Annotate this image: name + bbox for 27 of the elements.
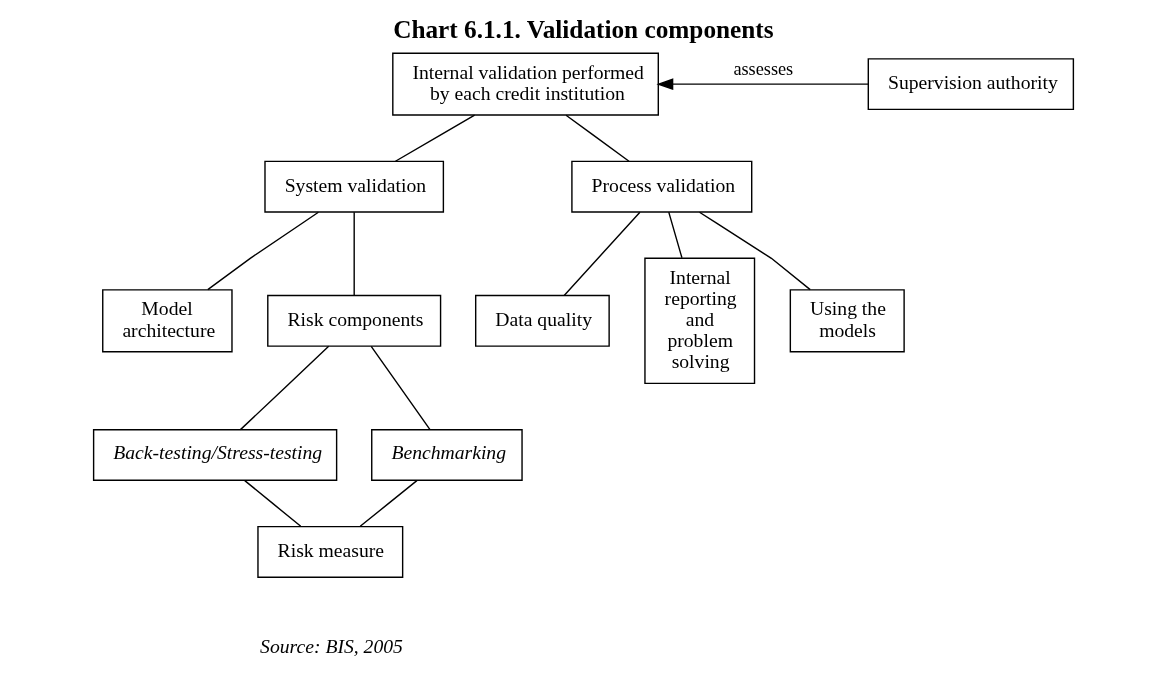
connector xyxy=(206,211,319,291)
node-box: Risk components xyxy=(266,294,441,347)
node-box: Data quality xyxy=(474,294,610,347)
connector xyxy=(239,345,329,431)
node-box: Back-testing/Stress-testing xyxy=(92,429,337,481)
connector xyxy=(562,211,641,297)
node-box: Risk measure xyxy=(256,525,403,578)
diagram-title: Chart 6.1.1. Validation components xyxy=(392,15,774,44)
node-box: Supervision authority xyxy=(867,58,1074,111)
node-box: Internal reporting and problem solving xyxy=(643,257,755,385)
node-box: Internal validation performed by each credit institution xyxy=(391,52,659,116)
connector xyxy=(564,114,630,162)
caption: Source: BIS, 2005 xyxy=(259,634,403,657)
connector xyxy=(698,211,811,291)
connector xyxy=(359,479,418,528)
node-box: System validation xyxy=(263,160,444,213)
connector xyxy=(370,345,431,431)
connector xyxy=(353,211,355,297)
connector xyxy=(667,211,683,259)
connector xyxy=(394,114,475,162)
connector xyxy=(243,479,301,528)
edge-label: assesses xyxy=(732,58,793,79)
node-box: Using the models xyxy=(789,289,905,353)
node-box: Process validation xyxy=(570,160,752,213)
node-box: Benchmarking xyxy=(370,429,523,481)
arrow xyxy=(655,78,869,91)
node-box: Model architecture xyxy=(101,289,233,353)
